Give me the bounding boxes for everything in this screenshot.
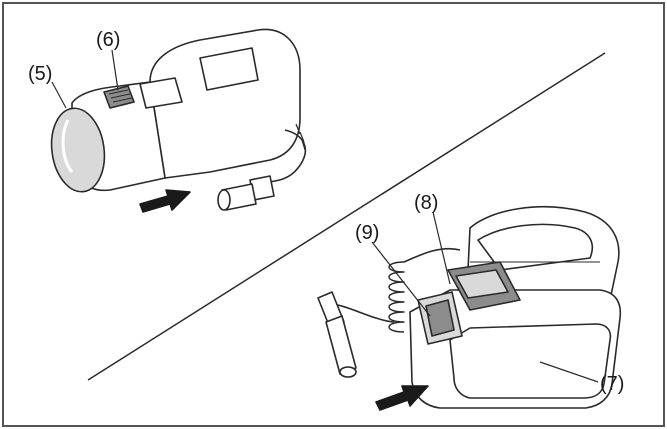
- callout-9: (9): [355, 222, 379, 244]
- adapter-housing: [149, 28, 301, 179]
- dc-plug-barrel-2: [325, 315, 357, 375]
- latch-ridge-2: [110, 93, 131, 99]
- adapter-top-left: [50, 28, 307, 213]
- divider-line: [87, 52, 606, 381]
- battery-front-panel: [449, 323, 612, 399]
- battery-assembly: [317, 206, 622, 411]
- release-button: [425, 299, 455, 337]
- leader-5: [51, 81, 67, 109]
- cord-to-adapter: [403, 247, 461, 263]
- dc-plug-tip-2: [339, 366, 357, 378]
- dc-plug-tip: [217, 189, 231, 211]
- callout-7: (7): [600, 373, 624, 395]
- latch-ridge-3: [112, 97, 133, 103]
- slide-rail-inner: [455, 269, 509, 299]
- insert-arrow-top: [139, 189, 191, 213]
- adapter-top-panel: [199, 47, 259, 91]
- latch-ridge-1: [108, 89, 129, 95]
- callout-8: (8): [414, 192, 438, 214]
- callout-6: (6): [96, 29, 120, 51]
- top-adapter-top: [477, 223, 594, 271]
- insert-arrow-bottom: [375, 385, 429, 411]
- leader-6: [111, 49, 119, 91]
- leader-9: [371, 241, 431, 317]
- latch-button: [103, 85, 135, 109]
- adapter-collar: [139, 77, 183, 109]
- face-highlight: [61, 119, 74, 173]
- callout-5: (5): [28, 63, 52, 85]
- cord-strain-relief: [295, 123, 306, 151]
- leader-8: [432, 211, 451, 285]
- coiled-cord: [388, 261, 405, 333]
- leader-7: [539, 361, 599, 383]
